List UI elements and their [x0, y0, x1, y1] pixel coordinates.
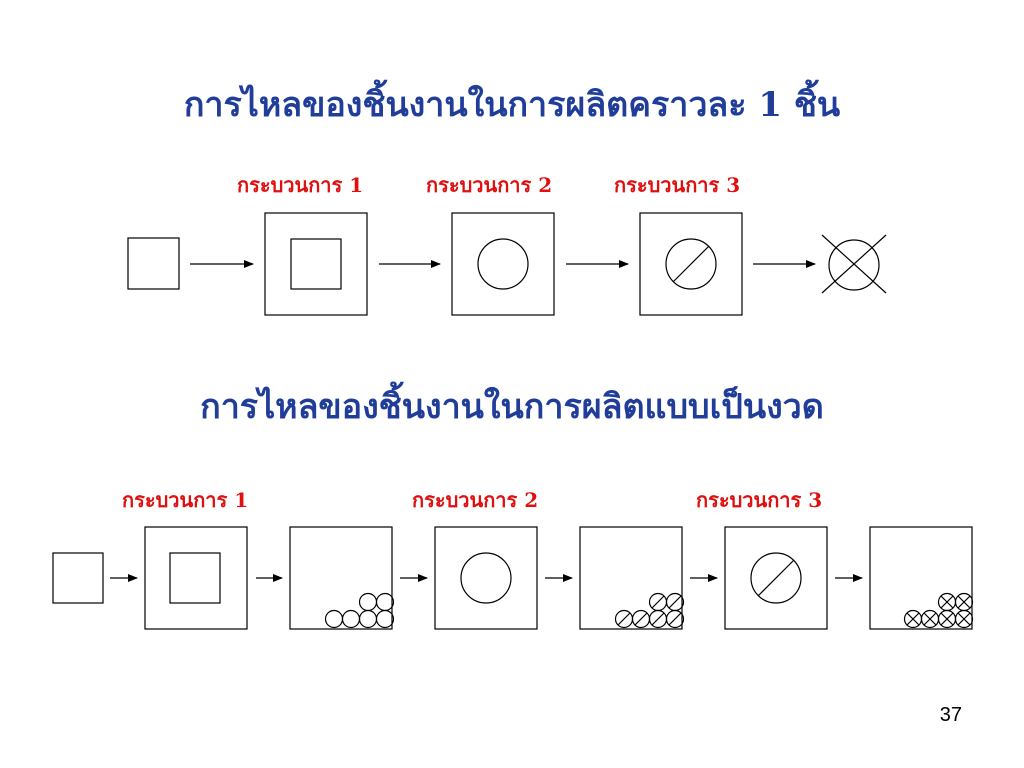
- pile-workpiece: [358, 609, 378, 629]
- process-1-box: [264, 212, 368, 316]
- single-process-3-label: กระบวนการ 3: [614, 173, 741, 197]
- circle-workpiece: [477, 238, 529, 290]
- pile-workpiece: [665, 592, 685, 612]
- pile-workpiece: [358, 592, 378, 612]
- pile-workpiece: [341, 609, 361, 629]
- batch-circle-workpiece: [460, 552, 512, 604]
- square-workpiece: [290, 238, 342, 290]
- single-process-2-label: กระบวนการ 2: [426, 173, 553, 197]
- batch-queue-1-box: [289, 526, 393, 630]
- pile-workpiece: [324, 609, 344, 629]
- crossed-circle-pile: [903, 592, 974, 629]
- process-2-box: [451, 212, 555, 316]
- pile-workpiece: [375, 609, 395, 629]
- batch-process-3-label: กระบวนการ 3: [696, 488, 823, 512]
- batch-square-workpiece: [169, 552, 221, 604]
- batch-raw-material-square: [52, 552, 104, 604]
- slashed-circle-pile: [614, 592, 685, 629]
- batch-process-2-box: [434, 526, 538, 630]
- batch-process-1-label: กระบวนการ 1: [122, 488, 249, 512]
- process-3-box: [639, 212, 743, 316]
- batch-finished-box: [869, 526, 973, 630]
- batch-process-2-label: กระบวนการ 2: [412, 488, 539, 512]
- finished-workpiece-icon: [828, 239, 880, 291]
- single-process-1-label: กระบวนการ 1: [237, 173, 364, 197]
- page-number: 37: [939, 704, 962, 726]
- raw-material-square: [127, 237, 180, 290]
- title-batch-flow: การไหลของชิ้นงานในการผลิตแบบเป็นงวด: [200, 387, 824, 427]
- pile-workpiece: [954, 592, 974, 612]
- batch-process-3-box: [724, 526, 828, 630]
- slashed-circle-workpiece: [665, 238, 717, 290]
- pile-workpiece: [375, 592, 395, 612]
- title-single-piece-flow: การไหลของชิ้นงานในการผลิตคราวละ 1 ชิ้น: [183, 85, 841, 125]
- batch-slashed-circle-workpiece: [750, 552, 802, 604]
- circle-pile: [324, 592, 395, 629]
- batch-queue-2-box: [579, 526, 683, 630]
- batch-process-1-box: [144, 526, 248, 630]
